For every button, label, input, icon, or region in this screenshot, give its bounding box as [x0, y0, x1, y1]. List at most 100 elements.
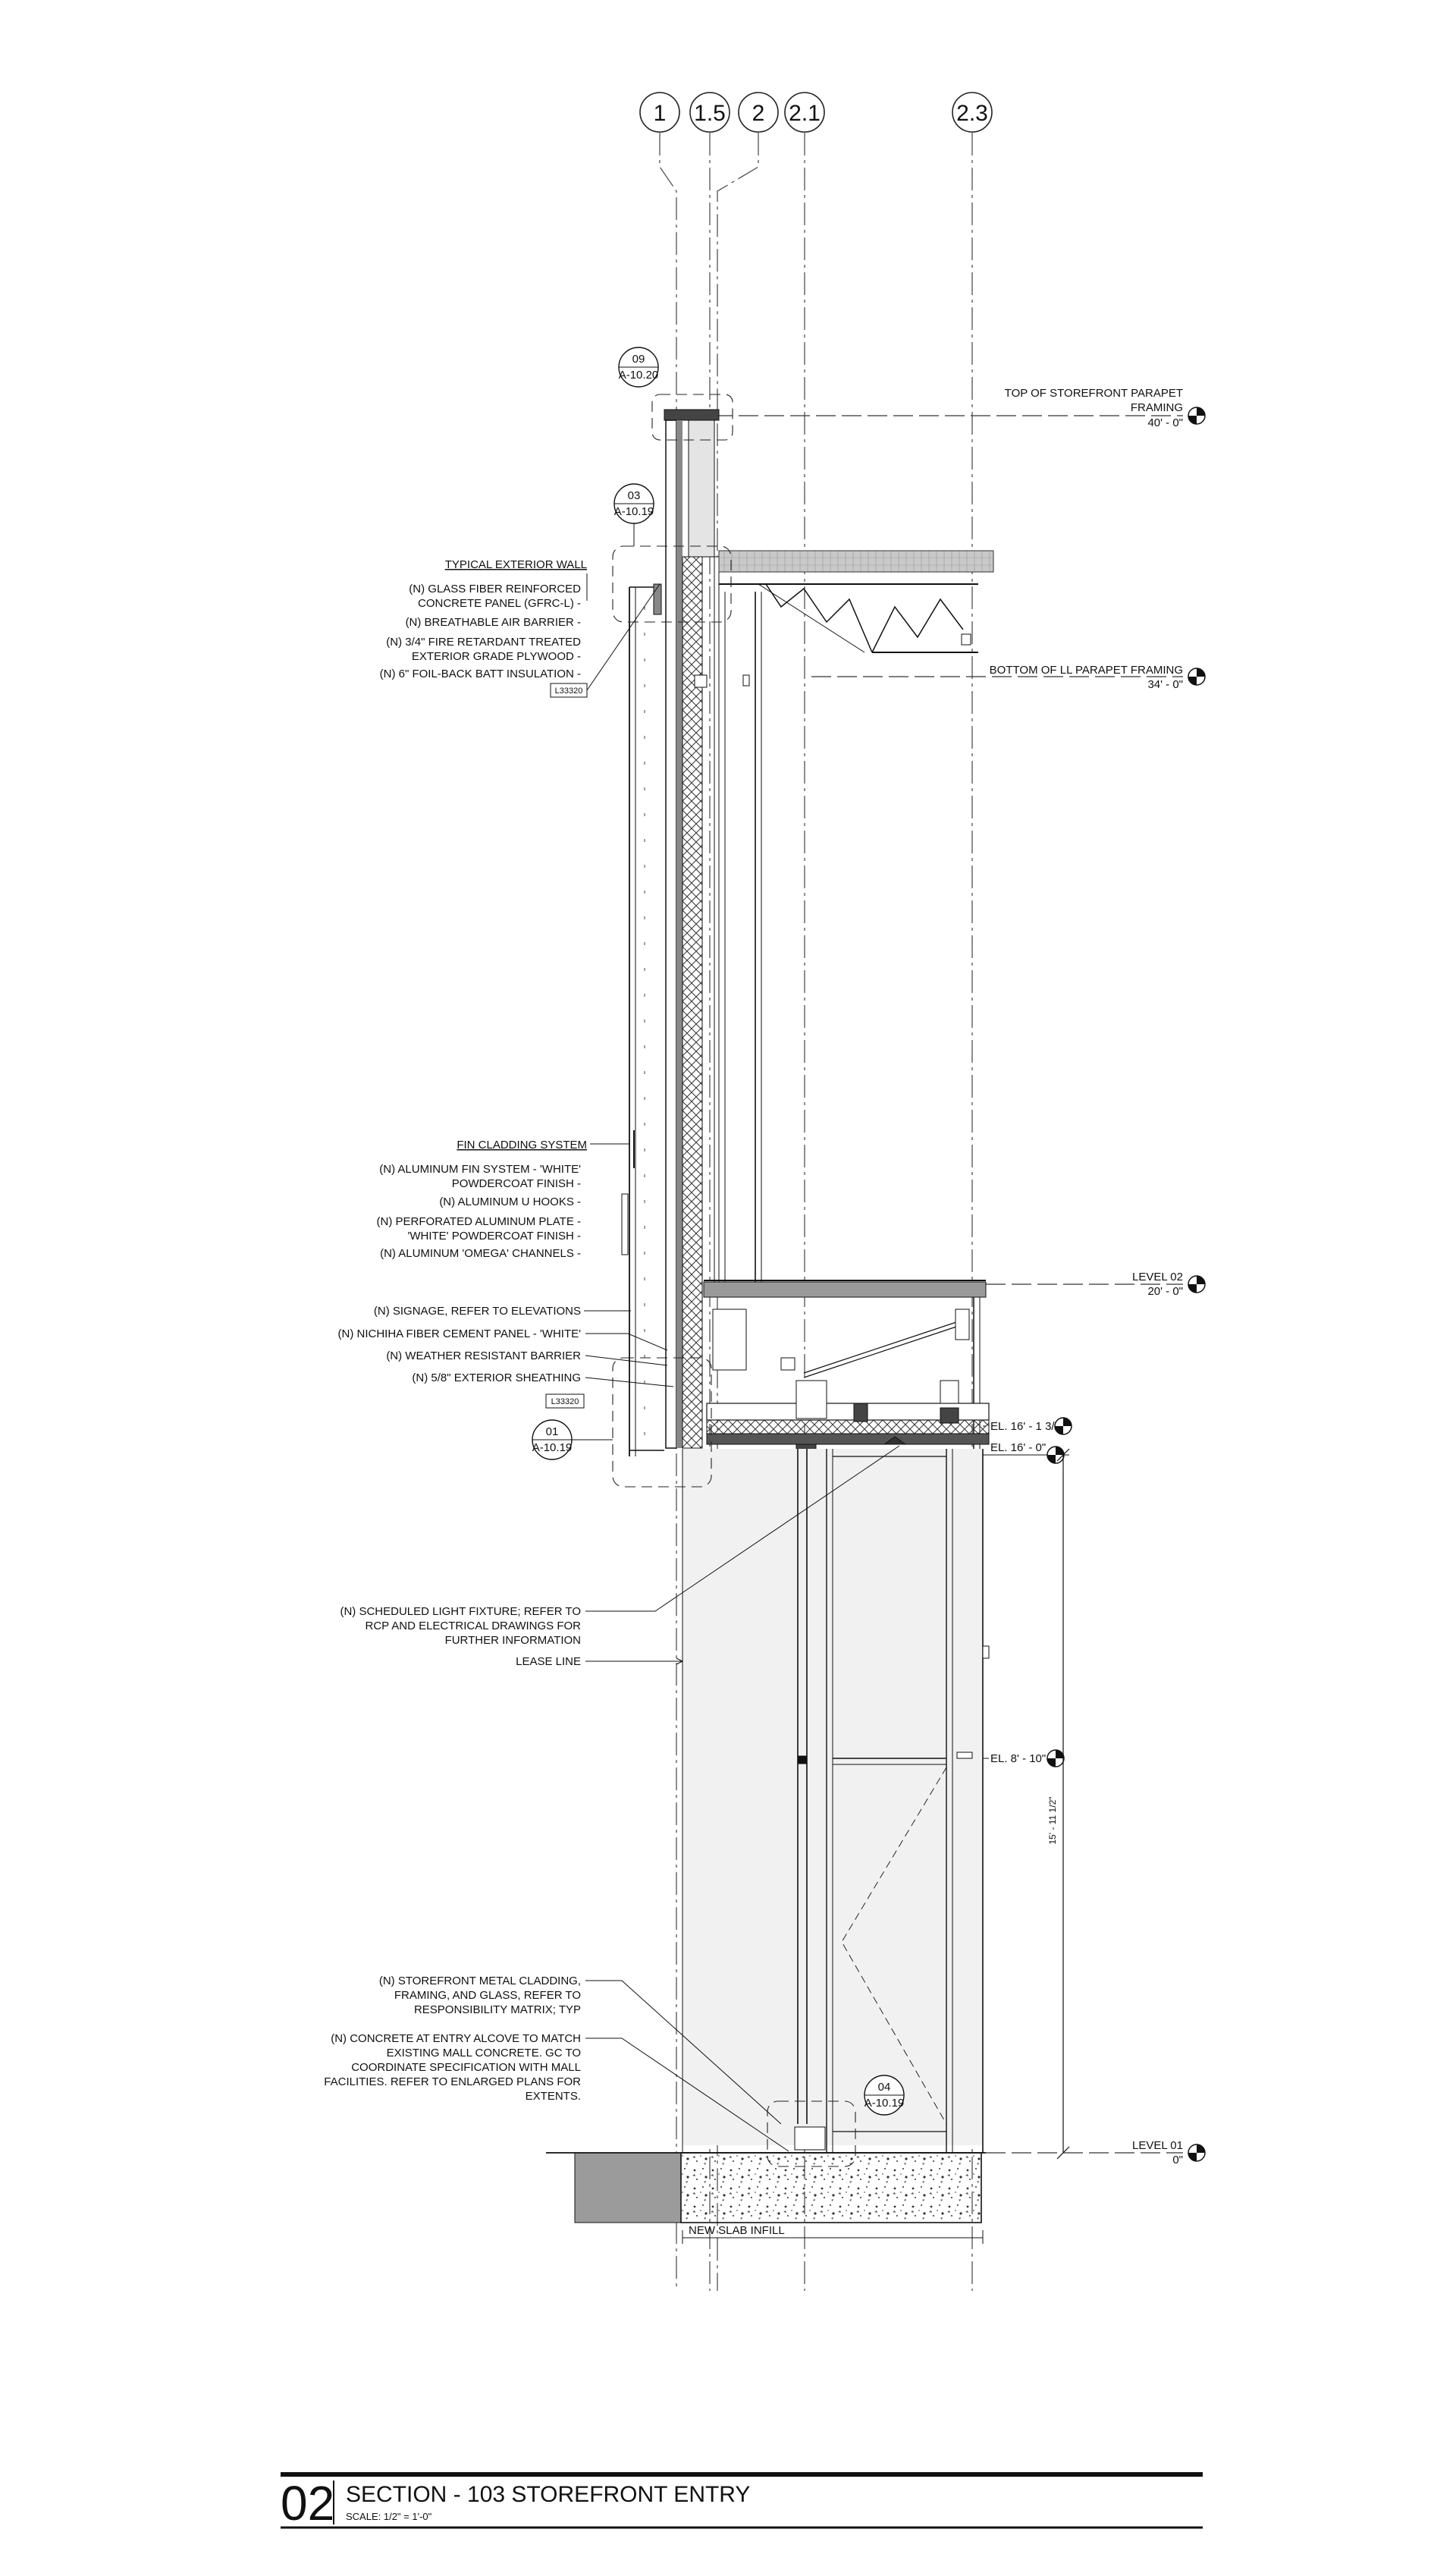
grid-line-1 — [659, 133, 677, 2291]
svg-text:LEVEL 01: LEVEL 01 — [1132, 2139, 1183, 2152]
level-02-structure — [703, 1280, 990, 1454]
svg-text:(N) 3/4" FIRE RETARDANT TREATE: (N) 3/4" FIRE RETARDANT TREATED — [386, 636, 581, 649]
svg-text:EXTENTS.: EXTENTS. — [526, 2090, 581, 2103]
grid-bubble-2-3: 2.3 — [952, 92, 993, 133]
svg-text:(N) SIGNAGE, REFER TO ELEVATIO: (N) SIGNAGE, REFER TO ELEVATIONS — [374, 1305, 581, 1318]
dimension-storefront-height: 15' - 11 1/2" — [1047, 1448, 1070, 2160]
svg-text:1: 1 — [654, 101, 667, 126]
callout-04: 04 A-10.19 — [864, 2075, 905, 2116]
svg-text:0": 0" — [1172, 2154, 1183, 2166]
svg-text:(N) CONCRETE AT ENTRY ALCOVE T: (N) CONCRETE AT ENTRY ALCOVE TO MATCH — [331, 2032, 581, 2045]
svg-text:03: 03 — [628, 489, 641, 502]
svg-text:EL. 8' - 10": EL. 8' - 10" — [990, 1752, 1046, 1765]
storefront-note: (N) STOREFRONT METAL CLADDING, FRAMING, … — [379, 1975, 782, 2125]
svg-text:EL. 16' - 0": EL. 16' - 0" — [990, 1441, 1046, 1454]
keynote-tag-1: L33320 — [550, 683, 588, 698]
svg-text:01: 01 — [546, 1425, 559, 1438]
svg-text:(N) ALUMINUM U HOOKS -: (N) ALUMINUM U HOOKS - — [439, 1195, 581, 1208]
parapet-wall — [664, 409, 762, 1449]
title-text: SECTION - 103 STOREFRONT ENTRY — [346, 2482, 750, 2507]
svg-text:LEVEL 02: LEVEL 02 — [1132, 1271, 1183, 1283]
parapet-block — [688, 419, 715, 558]
svg-text:A-10.19: A-10.19 — [532, 1441, 573, 1454]
level-marker-level-01: LEVEL 01 0" — [1132, 2139, 1206, 2166]
svg-text:(N) 5/8" EXTERIOR SHEATHING: (N) 5/8" EXTERIOR SHEATHING — [412, 1371, 581, 1384]
concrete-note: (N) CONCRETE AT ENTRY ALCOVE TO MATCH EX… — [324, 2032, 789, 2152]
batt-insulation — [682, 556, 703, 1449]
svg-text:(N) GLASS FIBER REINFORCED: (N) GLASS FIBER REINFORCED — [409, 583, 581, 595]
lease-line-note: LEASE LINE — [516, 1655, 684, 1668]
svg-text:L33320: L33320 — [551, 1397, 579, 1406]
title-block: 02 SECTION - 103 STOREFRONT ENTRY SCALE:… — [281, 2472, 1203, 2531]
svg-text:20' - 0": 20' - 0" — [1147, 1285, 1183, 1298]
svg-text:FRAMING, AND GLASS, REFER TO: FRAMING, AND GLASS, REFER TO — [394, 1989, 581, 2002]
parapet-stud — [714, 556, 720, 1293]
svg-text:1.5: 1.5 — [694, 101, 726, 126]
wall-notes-heading: TYPICAL EXTERIOR WALL — [445, 558, 587, 571]
grid-bubble-2-1: 2.1 — [784, 92, 825, 133]
title-scale: SCALE: 1/2" = 1'-0" — [346, 2511, 432, 2522]
svg-text:NEW SLAB INFILL: NEW SLAB INFILL — [689, 2224, 785, 2237]
svg-text:POWDERCOAT FINISH -: POWDERCOAT FINISH - — [452, 1177, 581, 1190]
level-marker-el-16-1-3-4: EL. 16' - 1 3/4" — [983, 1417, 1072, 1435]
detail-boundaries — [612, 394, 856, 2167]
level-marker-el-8-10: EL. 8' - 10" — [983, 1749, 1065, 1767]
new-slab-infill — [680, 2152, 982, 2223]
svg-text:CONCRETE PANEL (GFRC-L) -: CONCRETE PANEL (GFRC-L) - — [418, 597, 581, 610]
svg-text:A-10.20: A-10.20 — [619, 369, 659, 382]
fin-cladding — [621, 583, 664, 1456]
parapet-sheathing — [676, 420, 682, 1448]
svg-text:A-10.19: A-10.19 — [864, 2097, 905, 2110]
slab-infill-dimension: NEW SLAB INFILL — [682, 2224, 984, 2244]
parapet-cap — [664, 409, 720, 421]
callout-01: 01 A-10.19 — [532, 1419, 613, 1460]
keynote-tag-2: L33320 — [545, 1393, 585, 1409]
svg-text:BOTTOM OF LL PARAPET FRAMING: BOTTOM OF LL PARAPET FRAMING — [990, 664, 1183, 677]
svg-text:40' - 0": 40' - 0" — [1147, 416, 1183, 429]
svg-text:2.1: 2.1 — [789, 101, 821, 126]
svg-text:(N) SCHEDULED LIGHT FIXTURE; R: (N) SCHEDULED LIGHT FIXTURE; REFER TO — [340, 1605, 581, 1618]
fin-cladding-notes: FIN CLADDING SYSTEM (N) ALUMINUM FIN SYS… — [377, 1139, 629, 1260]
svg-text:(N) STOREFRONT METAL CLADDING,: (N) STOREFRONT METAL CLADDING, — [379, 1975, 581, 1987]
svg-text:2.3: 2.3 — [956, 101, 988, 126]
grid-bubble-2: 2 — [738, 92, 779, 133]
svg-text:EL. 16' - 1 3/4": EL. 16' - 1 3/4" — [990, 1420, 1065, 1433]
typical-exterior-wall-notes: TYPICAL EXTERIOR WALL (N) GLASS FIBER RE… — [380, 558, 661, 698]
svg-text:EXISTING MALL CONCRETE. GC TO: EXISTING MALL CONCRETE. GC TO — [387, 2047, 581, 2059]
level-marker-el-16-0: EL. 16' - 0" — [983, 1441, 1069, 1464]
level-lines — [713, 415, 1183, 2154]
svg-text:TOP OF STOREFRONT PARAPET: TOP OF STOREFRONT PARAPET — [1005, 387, 1183, 400]
grid-bubble-1: 1 — [639, 92, 680, 133]
fin-notes-heading: FIN CLADDING SYSTEM — [457, 1139, 587, 1151]
svg-text:(N) BREATHABLE AIR BARRIER -: (N) BREATHABLE AIR BARRIER - — [406, 616, 581, 629]
light-fixture-note: (N) SCHEDULED LIGHT FIXTURE; REFER TO RC… — [340, 1445, 900, 1647]
level-marker-level-02: LEVEL 02 20' - 0" — [1132, 1271, 1206, 1298]
existing-concrete — [574, 2152, 682, 2223]
svg-text:L33320: L33320 — [555, 686, 583, 696]
slab — [546, 2152, 986, 2223]
level-marker-top-parapet: TOP OF STOREFRONT PARAPET FRAMING 40' - … — [1005, 387, 1206, 429]
svg-text:A-10.19: A-10.19 — [614, 505, 654, 518]
svg-text:15' - 11 1/2": 15' - 11 1/2" — [1047, 1796, 1058, 1844]
svg-text:(N) PERFORATED ALUMINUM PLATE: (N) PERFORATED ALUMINUM PLATE - — [377, 1215, 581, 1228]
level-marker-bottom-parapet: BOTTOM OF LL PARAPET FRAMING 34' - 0" — [990, 664, 1206, 691]
svg-text:EXTERIOR GRADE PLYWOOD -: EXTERIOR GRADE PLYWOOD - — [412, 650, 581, 663]
svg-text:09: 09 — [632, 353, 645, 366]
svg-text:RESPONSIBILITY MATRIX; TYP: RESPONSIBILITY MATRIX; TYP — [414, 2003, 581, 2016]
grid-bubbles: 1 1.5 2 2.1 2.3 — [639, 92, 993, 133]
roof-deck — [718, 550, 994, 653]
svg-text:34' - 0": 34' - 0" — [1147, 678, 1183, 691]
svg-text:COORDINATE SPECIFICATION WITH: COORDINATE SPECIFICATION WITH MALL — [351, 2061, 581, 2074]
svg-text:LEASE LINE: LEASE LINE — [516, 1655, 581, 1668]
title-number: 02 — [281, 2476, 334, 2531]
svg-text:FRAMING: FRAMING — [1131, 401, 1183, 414]
gfrc-panel — [665, 419, 677, 1449]
callout-09: 09 A-10.20 — [618, 347, 659, 388]
svg-text:(N) WEATHER RESISTANT BARRIER: (N) WEATHER RESISTANT BARRIER — [386, 1349, 581, 1362]
svg-text:FURTHER INFORMATION: FURTHER INFORMATION — [445, 1634, 581, 1647]
storefront — [682, 1449, 990, 2153]
svg-text:FACILITIES. REFER TO ENLARGED: FACILITIES. REFER TO ENLARGED PLANS FOR — [324, 2075, 581, 2088]
svg-text:(N) NICHIHA FIBER CEMENT PANEL: (N) NICHIHA FIBER CEMENT PANEL - 'WHITE' — [338, 1327, 582, 1340]
callout-03: 03 A-10.19 — [613, 483, 654, 546]
